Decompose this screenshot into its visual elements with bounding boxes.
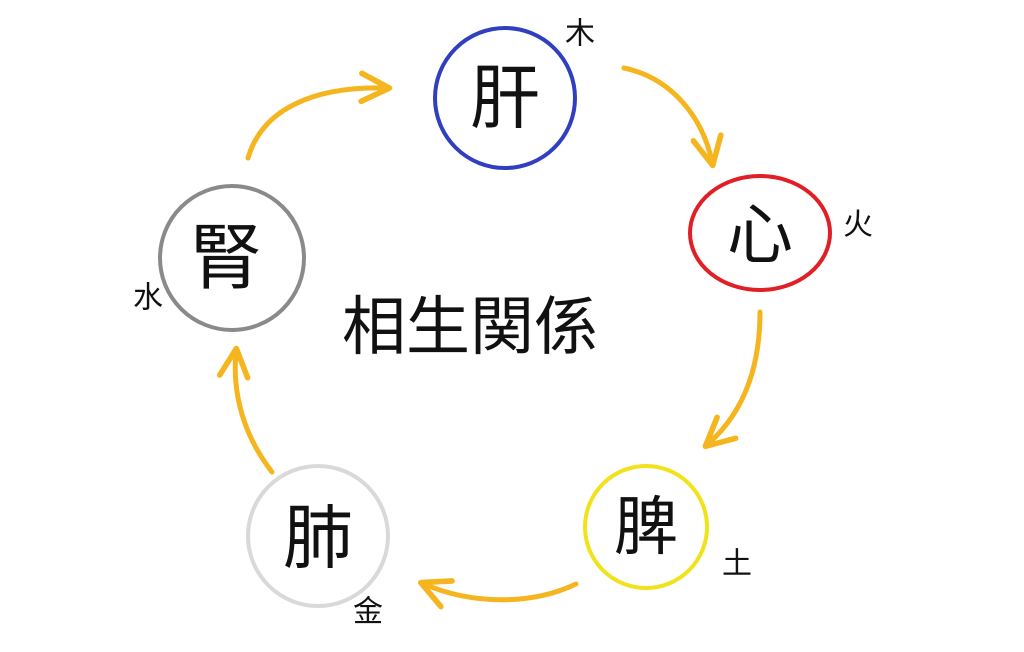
arrow-spleen-to-lung	[417, 578, 579, 610]
arrow-liver-to-heart	[621, 65, 724, 169]
spleen-organ-label: 脾	[614, 491, 678, 565]
lung-element-label: 金	[353, 595, 383, 630]
liver-element-label: 木	[565, 17, 595, 52]
node-liver: 肝 木	[433, 17, 595, 170]
node-lung: 肺 金	[246, 464, 390, 630]
arrows	[216, 65, 763, 610]
diagram-title: 相生関係	[342, 291, 598, 365]
heart-element-label: 火	[843, 208, 873, 243]
liver-organ-label: 肝	[470, 57, 540, 139]
arrow-kidney-to-liver	[245, 70, 393, 161]
kidney-element-label: 水	[133, 281, 163, 316]
liver-ring	[433, 26, 577, 170]
spleen-element-label: 土	[722, 547, 752, 582]
lung-organ-label: 肺	[283, 497, 353, 579]
kidney-ring	[158, 184, 306, 332]
kidney-organ-label: 腎	[190, 216, 262, 300]
lung-ring	[246, 464, 390, 608]
node-heart: 心 火	[688, 174, 873, 292]
heart-organ-label: 心	[727, 197, 793, 274]
node-kidney: 腎 水	[133, 184, 306, 332]
arrow-heart-to-spleen	[702, 309, 763, 450]
heart-ring	[688, 174, 832, 292]
spleen-ring	[583, 464, 709, 590]
node-spleen: 脾 土	[583, 464, 752, 590]
arrow-lung-to-kidney	[216, 345, 275, 475]
